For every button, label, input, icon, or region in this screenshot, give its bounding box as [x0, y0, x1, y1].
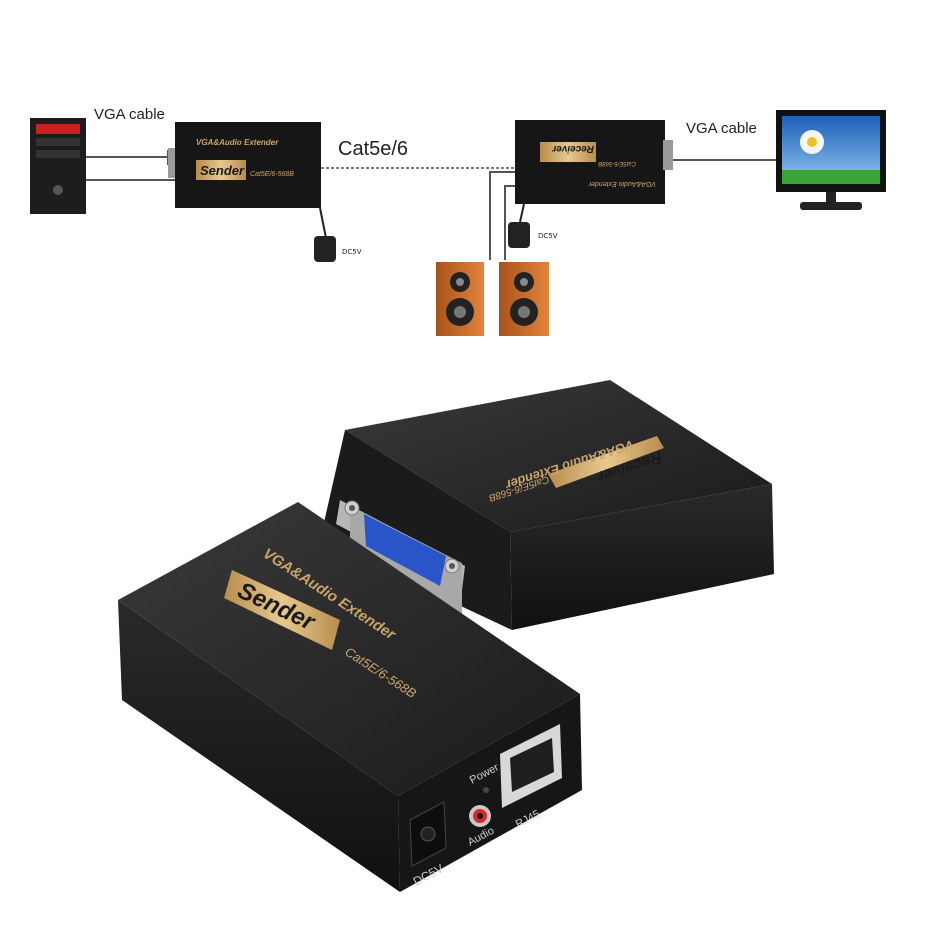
diagram-sender-title: VGA&Audio Extender — [196, 138, 279, 147]
dc-right-label: DC5V — [538, 232, 558, 240]
vga-cable-left-label: VGA cable — [94, 106, 165, 123]
diagram-sender-model: Cat5E/6-568B — [250, 171, 294, 178]
dc-jack — [409, 801, 447, 867]
diagram-sender-name: Sender — [200, 163, 245, 178]
monitor-icon — [776, 110, 886, 210]
diagram-receiver-name: Receiver — [551, 143, 594, 154]
speakers-icon — [436, 262, 549, 336]
diagram-receiver-title: VGA&Audio Extender — [588, 180, 656, 187]
diagram-receiver-model: Cat5E/6-568B — [598, 160, 636, 166]
sender-unit-diagram — [168, 122, 321, 208]
power-adapter-left-icon — [314, 207, 336, 262]
pc-tower-icon — [30, 118, 86, 214]
cat5-label: Cat5e/6 — [338, 138, 409, 160]
vga-cable-left — [86, 150, 176, 181]
audio-jack — [469, 805, 491, 827]
receiver-unit — [320, 380, 774, 630]
rj45-port — [500, 724, 562, 808]
power-led — [483, 787, 489, 793]
dc-left-label: DC5V — [342, 248, 362, 256]
receiver-unit-diagram — [515, 120, 673, 204]
audio-cables — [489, 171, 515, 260]
power-adapter-right-icon — [508, 203, 530, 248]
vga-cable-right-label: VGA cable — [686, 120, 757, 137]
